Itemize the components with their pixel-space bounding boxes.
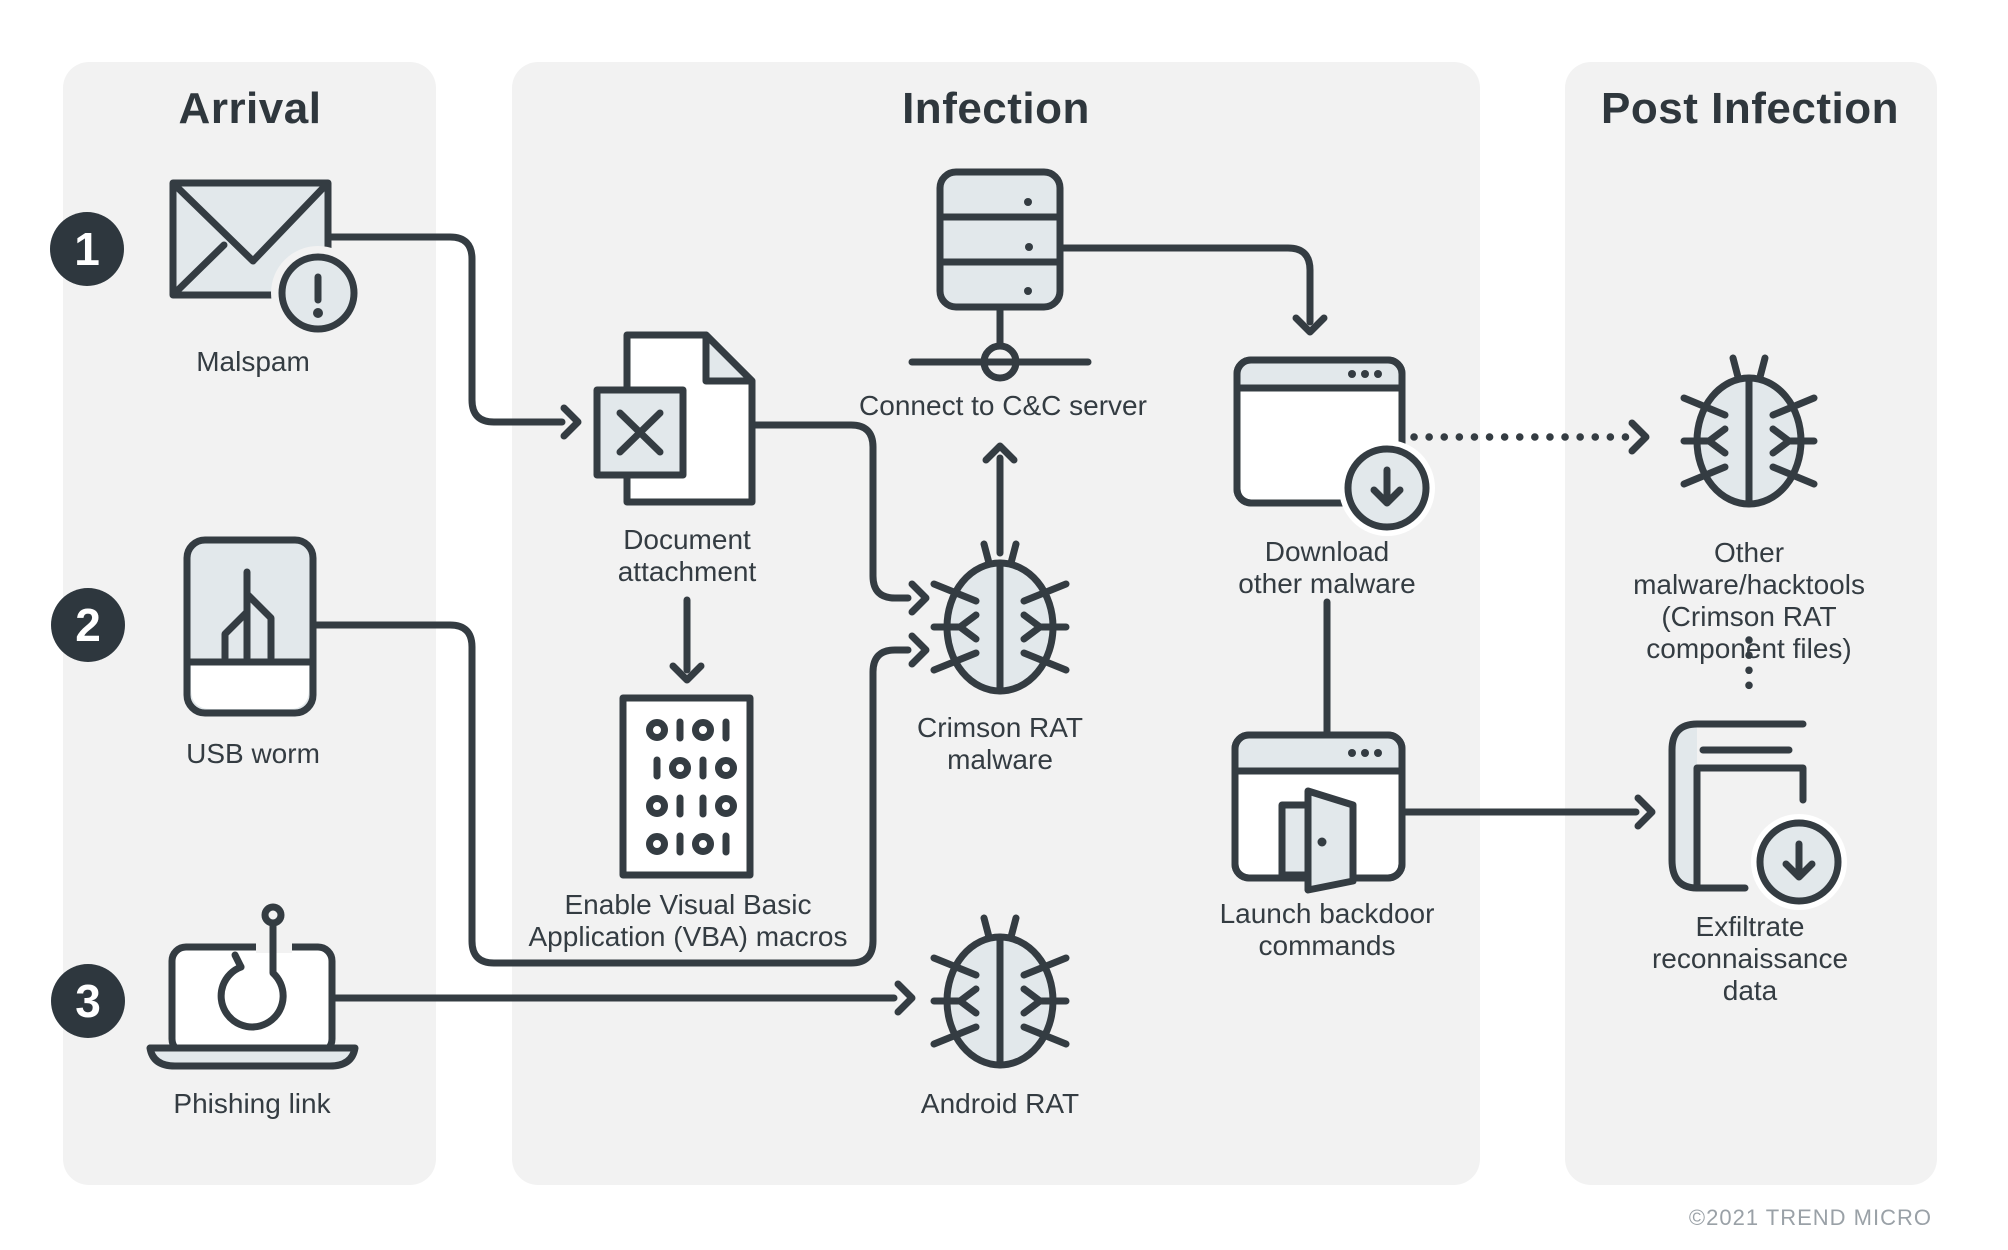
crimson-rat-label: Crimson RAT malware <box>917 712 1083 775</box>
usb-worm-label: USB worm <box>186 738 320 769</box>
android-rat-label: Android RAT <box>920 1088 1080 1119</box>
step-badge-2: 2 <box>51 588 125 662</box>
step-badge-1: 1 <box>50 212 124 286</box>
exfiltrate-label: Exfiltrate reconnaissance data <box>1651 911 1849 1006</box>
panel-infection <box>512 62 1480 1185</box>
other-malware-label: Other malware/hacktools (Crimson RAT com… <box>1633 537 1865 664</box>
panel-title-post-infection: Post Infection <box>1601 84 1899 133</box>
vba-macros-label: Enable Visual Basic Application (VBA) ma… <box>528 889 848 952</box>
panel-title-arrival: Arrival <box>178 84 322 133</box>
step-badge-3: 3 <box>51 964 125 1038</box>
download-other-malware-label: Download other malware <box>1238 536 1416 599</box>
panel-title-infection: Infection <box>902 84 1090 133</box>
phishing-link-label: Phishing link <box>173 1088 331 1119</box>
launch-backdoor-label: Launch backdoor commands <box>1219 898 1435 961</box>
document-attachment-label: Document attachment <box>617 524 757 587</box>
panel-post-infection <box>1565 62 1937 1185</box>
copyright-text: ©2021 TREND MICRO <box>1688 1205 1932 1230</box>
connect-cc-server-label: Connect to C&C server <box>859 390 1147 421</box>
malspam-label: Malspam <box>196 346 310 377</box>
